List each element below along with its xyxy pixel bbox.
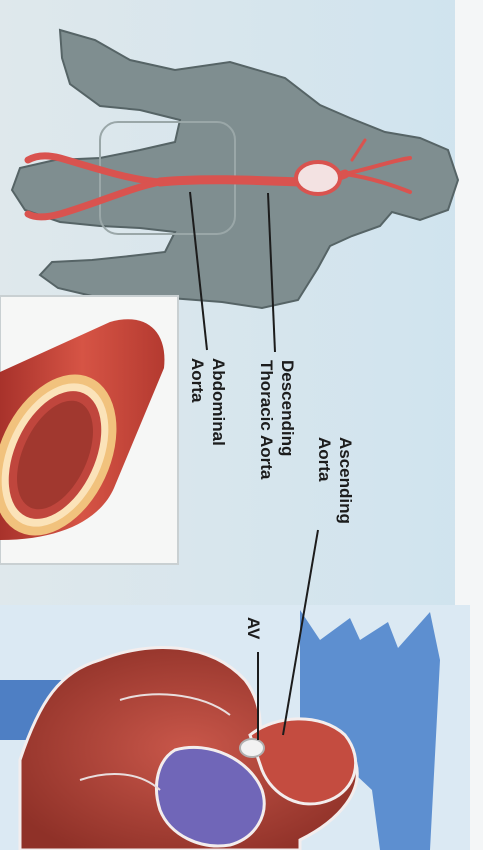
aortic-valve xyxy=(240,739,264,757)
vessel-inset xyxy=(0,296,178,564)
label-descending-line1: Descending xyxy=(278,360,297,456)
label-av: AV xyxy=(244,617,263,640)
label-abdominal-line1: Abdominal xyxy=(209,358,228,446)
body-heart xyxy=(296,162,340,194)
label-ascending-line1: Ascending xyxy=(336,437,355,524)
heart-anatomy xyxy=(0,605,470,850)
label-descending-line2: Thoracic Aorta xyxy=(257,360,276,480)
label-abdominal-line2: Aorta xyxy=(188,358,207,403)
label-ascending-line2: Aorta xyxy=(315,437,334,482)
